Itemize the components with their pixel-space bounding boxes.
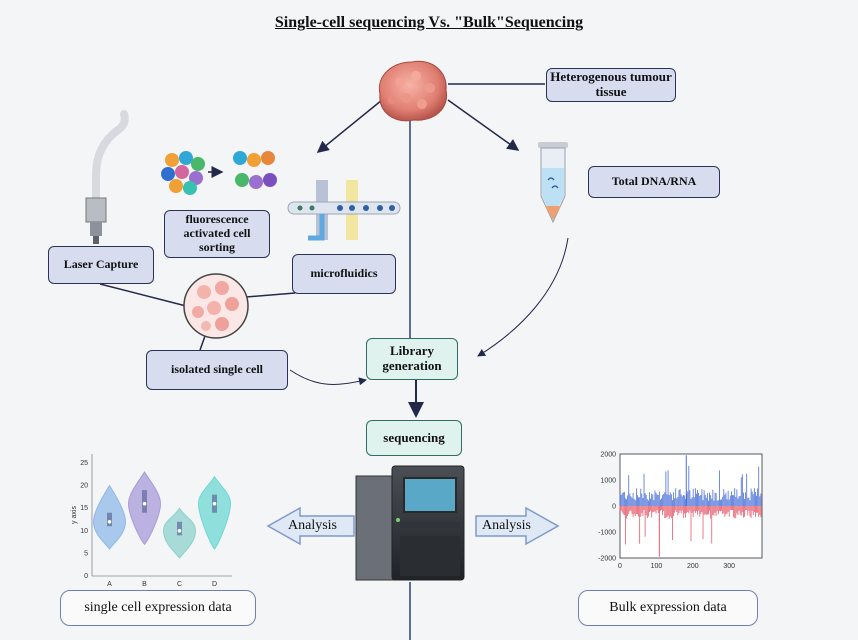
y-tick-label: -1000 xyxy=(598,530,616,537)
tumour-tissue-icon xyxy=(378,60,448,122)
arrow-single-to-library xyxy=(289,369,367,386)
x-tick-label: A xyxy=(107,581,112,588)
analysis-arrow-right xyxy=(475,506,560,546)
y-tick-label: 20 xyxy=(80,483,88,490)
bulk-expression-box: Bulk expression data xyxy=(578,590,758,626)
analysis-label-left: Analysis xyxy=(288,518,337,533)
violin-median-A xyxy=(107,519,112,524)
x-tick-label: 0 xyxy=(618,563,622,570)
y-tick-label: 5 xyxy=(84,550,88,557)
y-tick-label: 0 xyxy=(84,573,88,580)
analysis-arrow-left xyxy=(266,506,355,546)
arrow-total-to-library xyxy=(477,237,569,357)
y-tick-label: 0 xyxy=(612,504,616,511)
y-tick-label: 25 xyxy=(80,460,88,467)
violin-median-B xyxy=(142,501,147,506)
library-generation-box: Library generation xyxy=(366,338,458,380)
x-tick-label: C xyxy=(177,581,182,588)
page-title: Single-cell sequencing Vs. "Bulk"Sequenc… xyxy=(274,14,584,31)
violin-D xyxy=(197,475,232,550)
microfluidics-icon xyxy=(287,180,401,241)
heterogenous-tissue-box: Heterogenous tumour tissue xyxy=(546,68,676,102)
x-tick-label: 300 xyxy=(723,563,735,570)
microfluidics-box: microfluidics xyxy=(292,254,396,294)
sequencing-box: sequencing xyxy=(366,420,462,456)
sequencer-icon xyxy=(355,465,465,581)
y-tick-label: 1000 xyxy=(600,478,616,485)
violin-box-B xyxy=(142,490,147,513)
y-tick-label: 15 xyxy=(80,505,88,512)
facs-box: fluorescence activated cell sorting xyxy=(164,210,270,258)
y-tick-label: -2000 xyxy=(598,556,616,563)
x-tick-label: 200 xyxy=(687,563,699,570)
y-axis-label: y axis xyxy=(71,506,78,524)
x-tick-label: 100 xyxy=(651,563,663,570)
violin-box-C xyxy=(177,521,182,536)
isolated-single-cell-box: isolated single cell xyxy=(146,350,288,390)
laser-capture-icon xyxy=(85,110,129,244)
isolated-cell-icon xyxy=(183,273,249,339)
connector-line xyxy=(199,335,206,351)
connector-line xyxy=(99,283,191,308)
connector-line xyxy=(245,292,296,298)
single-cell-expression-box: single cell expression data xyxy=(60,590,256,626)
x-tick-label: B xyxy=(142,581,147,588)
arrow-to-isolation xyxy=(316,99,383,153)
y-tick-label: 10 xyxy=(80,528,88,535)
facs-cells-icon xyxy=(161,151,277,195)
violin-median-D xyxy=(212,501,217,506)
arrow-to-bulk xyxy=(447,99,520,151)
x-tick-label: D xyxy=(212,581,217,588)
y-tick-label: 2000 xyxy=(600,452,616,459)
violin-box-A xyxy=(107,512,112,527)
total-dna-rna-box: Total DNA/RNA xyxy=(588,166,720,198)
laser-capture-box: Laser Capture xyxy=(48,246,154,284)
violin-median-C xyxy=(177,529,182,533)
analysis-label-right: Analysis xyxy=(482,518,531,533)
dna-rna-tube-icon xyxy=(538,142,568,224)
